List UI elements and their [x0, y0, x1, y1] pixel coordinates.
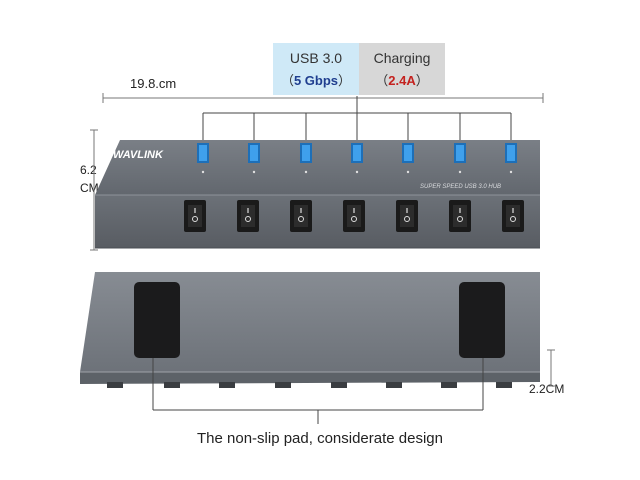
- usb-open-paren: （: [280, 72, 294, 88]
- model-text: SUPER SPEED USB 3.0 HUB: [420, 184, 501, 190]
- right-non-slip-pad: [459, 282, 505, 358]
- pad-callout-lines: [152, 358, 484, 424]
- usb-port-icon: [248, 143, 260, 174]
- usb-port-icon: [300, 143, 312, 174]
- power-switch-icon: [396, 200, 418, 232]
- hub-feet: [107, 382, 512, 388]
- usb-port-icon: [454, 143, 466, 174]
- usb-port-icon: [505, 143, 517, 174]
- caption: The non-slip pad, considerate design: [197, 430, 443, 447]
- usb-port-icon: [351, 143, 363, 174]
- spec-badge: USB 3.0 （5 Gbps） Charging （2.4A）: [273, 43, 445, 95]
- charging-current: （2.4A）: [375, 70, 429, 89]
- power-switch-icon: [184, 200, 206, 232]
- left-non-slip-pad: [134, 282, 180, 358]
- power-switches: [184, 200, 524, 232]
- hub-bottom: [80, 272, 540, 384]
- depth-dimension-label: 2.2CM: [529, 382, 565, 396]
- brand-logo-text: WAVLINK: [113, 149, 164, 161]
- power-switch-icon: [502, 200, 524, 232]
- power-switch-icon: [343, 200, 365, 232]
- non-slip-pads: [134, 282, 505, 358]
- usb-speed-cell: USB 3.0 （5 Gbps）: [273, 43, 359, 95]
- charging-label: Charging: [373, 49, 431, 66]
- usb-label: USB 3.0: [289, 49, 343, 66]
- usb-speed-value: 5 Gbps: [293, 72, 339, 88]
- height-dimension-value: 6.2: [80, 163, 97, 177]
- usb-close-paren: ）: [338, 72, 352, 88]
- usb-ports: [197, 143, 517, 174]
- usb-port-icon: [402, 143, 414, 174]
- power-switch-icon: [237, 200, 259, 232]
- usb-speed: （5 Gbps）: [281, 70, 351, 89]
- power-switch-icon: [290, 200, 312, 232]
- charging-cell: Charging （2.4A）: [359, 43, 445, 95]
- charging-value: 2.4A: [388, 72, 416, 88]
- dimension-lines: [90, 93, 555, 387]
- charge-close-paren: ）: [415, 72, 429, 88]
- usb-port-icon: [197, 143, 209, 174]
- port-callout-lines: [202, 96, 512, 140]
- charge-open-paren: （: [375, 72, 389, 88]
- width-dimension-label: 19.8.cm: [130, 76, 177, 91]
- power-switch-icon: [449, 200, 471, 232]
